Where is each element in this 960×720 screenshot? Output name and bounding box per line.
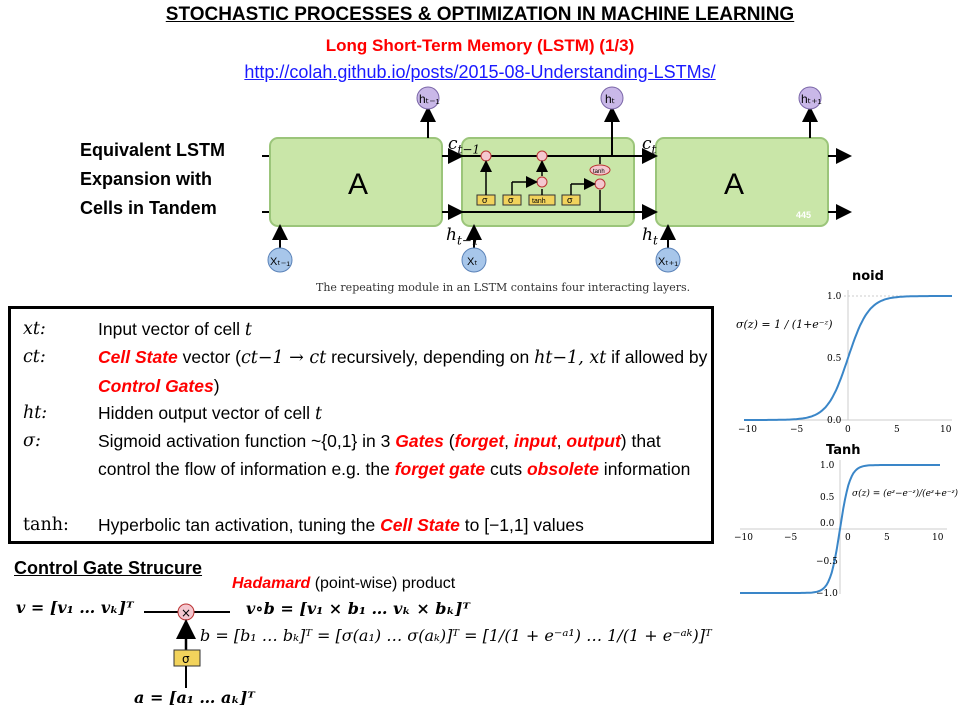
tanh-xtick: 5 bbox=[884, 533, 890, 543]
sigmoid-plot-title: noid bbox=[852, 269, 884, 284]
multiply-op-forget bbox=[480, 150, 492, 162]
sigmoid-xtick: 10 bbox=[940, 425, 952, 435]
lstm-cell-left bbox=[269, 137, 443, 227]
x-node-right-label: Xₜ₊₁ bbox=[658, 256, 678, 268]
slide-subtitle: Long Short-Term Memory (LSTM) (1/3) bbox=[325, 36, 635, 55]
definition-text: Sigmoid activation function ~{0,1} in 3 … bbox=[98, 431, 691, 479]
expansion-note-line: Cells in Tandem bbox=[80, 198, 217, 218]
h-node-left-label: hₜ₋₁ bbox=[419, 92, 440, 106]
definition-text: Hidden output vector of cell t bbox=[98, 403, 322, 424]
tanh-ytick: 0.0 bbox=[820, 519, 835, 529]
sigmoid-curve bbox=[744, 295, 952, 421]
slide-title: STOCHASTIC PROCESSES & OPTIMIZATION IN M… bbox=[165, 4, 795, 25]
tanh-xtick: 0 bbox=[845, 533, 851, 543]
definition-text: Cell State vector (ct−1 → ct recursively… bbox=[98, 347, 708, 396]
sigmoid-formula: σ(z) = 1 / (1+e⁻ᶻ) bbox=[736, 318, 833, 331]
sigmoid-ytick: 0.0 bbox=[827, 416, 842, 426]
control-gate-diagram: × σ bbox=[144, 603, 230, 688]
add-op bbox=[536, 150, 548, 162]
h-node-middle-label: hₜ bbox=[605, 92, 615, 106]
cell-label-right: A bbox=[724, 168, 744, 201]
sigmoid-xtick: 0 bbox=[845, 425, 851, 435]
source-link[interactable]: http://colah.github.io/posts/2015-08-Und… bbox=[244, 62, 716, 82]
definition-symbol: ht: bbox=[23, 403, 48, 423]
a-equation: a = [a₁ … aₖ]ᵀ bbox=[134, 688, 255, 707]
sigmoid-xtick: 5 bbox=[894, 425, 900, 435]
sigmoid-xtick: −10 bbox=[738, 425, 757, 435]
cell-label-left: A bbox=[348, 168, 368, 201]
tanh-ytick: 0.5 bbox=[820, 493, 835, 503]
sigmoid-ytick: 0.5 bbox=[827, 354, 842, 364]
gate-forget-label: σ bbox=[482, 195, 488, 205]
tanh-ytick: 1.0 bbox=[820, 461, 835, 471]
expansion-note-line: Expansion with bbox=[80, 169, 213, 189]
tanh-ytick: −0.5 bbox=[816, 557, 838, 567]
definition-symbol: σ: bbox=[23, 431, 41, 451]
v-equation: v = [v₁ … vₖ]ᵀ bbox=[16, 598, 134, 617]
tanh-curve bbox=[740, 464, 940, 594]
h-node-left bbox=[416, 86, 440, 110]
definition-text: Hyperbolic tan activation, tuning the Ce… bbox=[98, 515, 584, 535]
gate-tanh-label: tanh bbox=[532, 198, 546, 205]
tanh-xtick: 10 bbox=[932, 533, 944, 543]
tanh-op bbox=[589, 164, 611, 176]
vb-equation: v∘b = [v₁ × b₁ … vₖ × bₖ]ᵀ bbox=[246, 599, 470, 618]
definitions-box: xt: Input vector of cell t ct: Cell Stat… bbox=[8, 306, 714, 544]
label-c-prev: ct−1 bbox=[448, 134, 481, 157]
hadamard-op-label: × bbox=[181, 606, 191, 620]
tanh-plot-title: Tanh bbox=[826, 443, 860, 458]
sigmoid-ytick: 1.0 bbox=[827, 292, 842, 302]
x-node-right bbox=[655, 247, 681, 273]
tanh-ytick: −1.0 bbox=[816, 589, 838, 598]
expansion-note: Equivalent LSTM Expansion with Cells in … bbox=[80, 136, 270, 223]
tanh-xtick: −5 bbox=[784, 533, 798, 543]
multiply-op-output bbox=[594, 178, 606, 190]
tanh-formula: σ(z) = (eᶻ−e⁻ᶻ)/(eᶻ+e⁻ᶻ) bbox=[852, 488, 958, 499]
definition-text: Input vector of cell t bbox=[98, 319, 252, 340]
watermark-number: 445 bbox=[796, 210, 811, 220]
x-node-middle-label: Xₜ bbox=[467, 256, 478, 268]
x-node-left-label: Xₜ₋₁ bbox=[270, 256, 290, 268]
lstm-diagram: A A 445 tanh σ σ tanh σ hₜ₋₁ hₜ bbox=[262, 86, 852, 273]
sigma-gate-label: σ bbox=[182, 652, 190, 666]
tanh-xtick: −10 bbox=[734, 533, 753, 543]
label-h-cur: ht bbox=[642, 225, 658, 248]
tanh-op-label: tanh bbox=[593, 169, 605, 175]
h-node-right bbox=[798, 86, 822, 110]
definition-symbol: tanh: bbox=[23, 515, 69, 535]
h-node-middle bbox=[600, 86, 624, 110]
expansion-note-line: Equivalent LSTM bbox=[80, 140, 226, 160]
control-gate-title: Control Gate Strucure bbox=[14, 558, 203, 578]
sigmoid-plot: noid 1.0 0.5 0.0 −10 −5 0 5 10 σ(z) = 1 … bbox=[732, 266, 958, 436]
tanh-plot: Tanh 1.0 0.5 0.0 −0.5 −1.0 −10 −5 0 5 10… bbox=[732, 440, 958, 598]
gate-input-label: σ bbox=[508, 195, 514, 205]
diagram-caption: The repeating module in an LSTM contains… bbox=[316, 281, 691, 294]
h-node-right-label: hₜ₊₁ bbox=[801, 92, 822, 106]
label-h-prev: ht−1 bbox=[446, 225, 480, 248]
x-node-left bbox=[267, 247, 293, 273]
lstm-cell-right bbox=[655, 137, 829, 227]
gate-output-label: σ bbox=[567, 195, 573, 205]
definition-symbol: ct: bbox=[23, 347, 46, 367]
sigmoid-xtick: −5 bbox=[790, 425, 804, 435]
x-node-middle bbox=[461, 247, 487, 273]
multiply-op-input bbox=[536, 176, 548, 188]
b-equation: b = [b₁ … bₖ]ᵀ = [σ(a₁) … σ(aₖ)]ᵀ = [1/(… bbox=[200, 626, 712, 645]
hadamard-label: Hadamard (point-wise) product bbox=[232, 575, 456, 592]
definition-symbol: xt: bbox=[23, 319, 46, 339]
label-c-cur: ct bbox=[642, 134, 657, 157]
